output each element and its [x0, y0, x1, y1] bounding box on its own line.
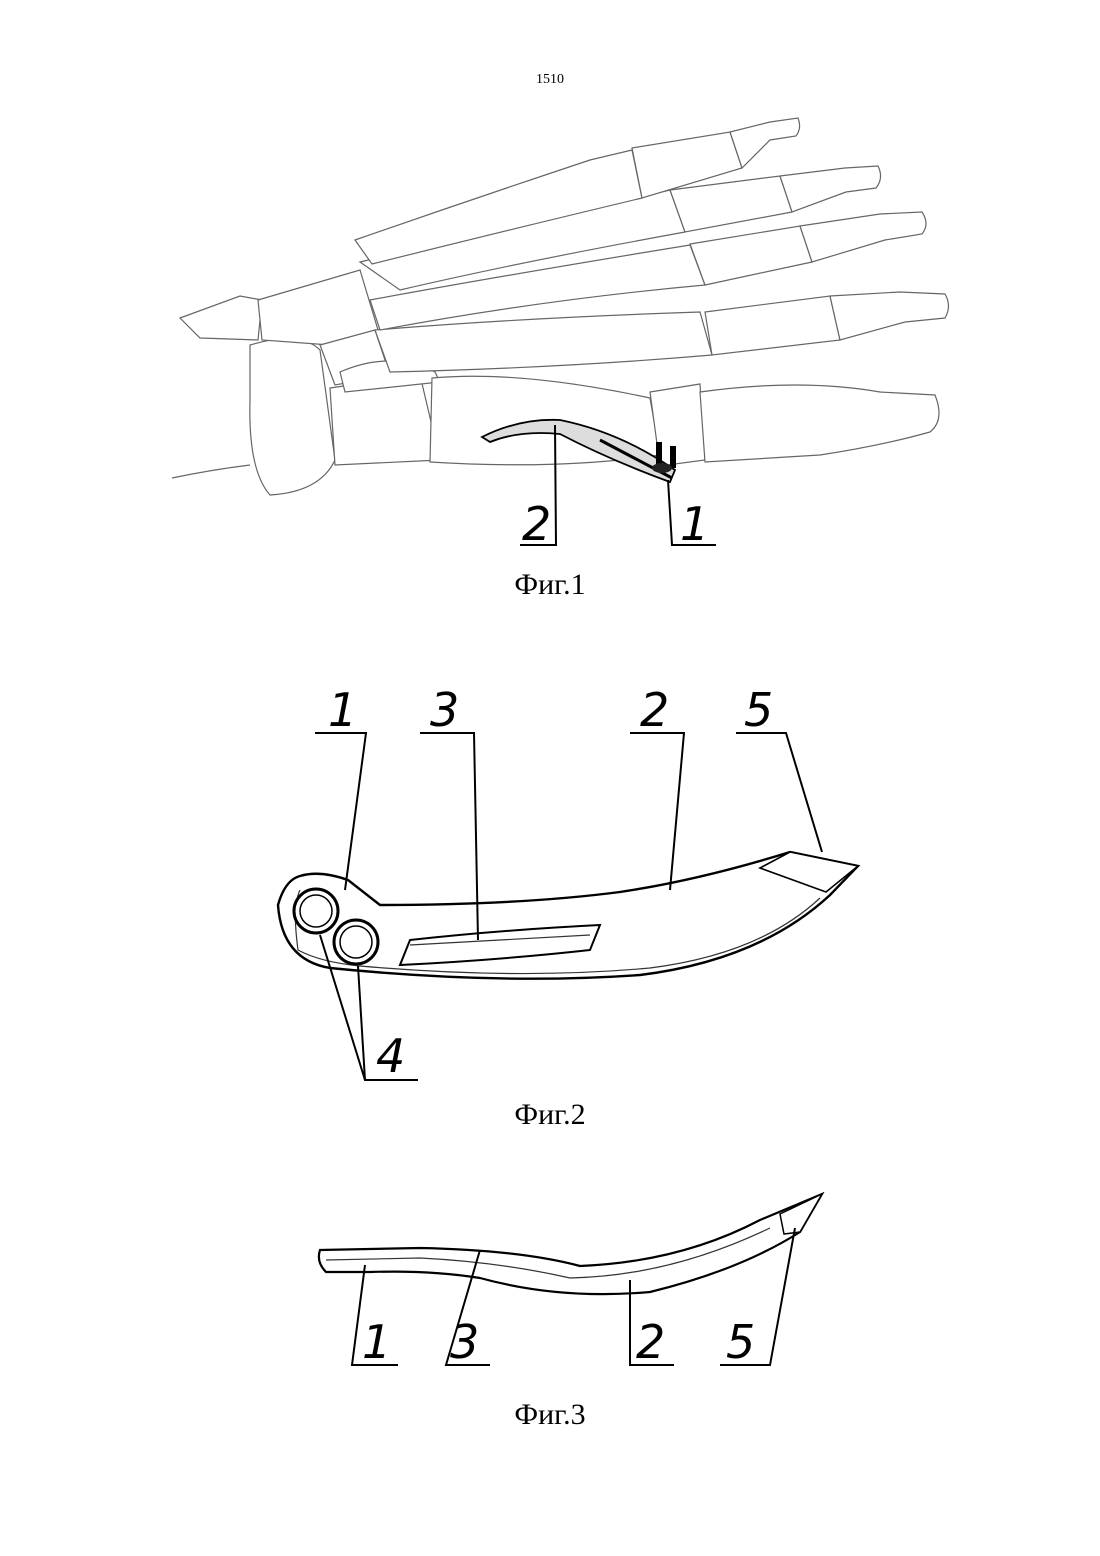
figure-3-drawing	[319, 1194, 822, 1294]
figure-3-callout-2: 2	[636, 1315, 665, 1369]
figure-2-drawing	[278, 852, 858, 979]
figure-2-callout-5: 5	[744, 683, 773, 737]
foot-skeleton	[172, 118, 949, 495]
figure-3-callout-1: 1	[362, 1315, 391, 1369]
figure-3-callout-3: 3	[450, 1315, 479, 1369]
figure-2-callout-3: 3	[430, 683, 459, 737]
figure-2-callout-1: 1	[328, 683, 357, 737]
figure-3-caption: Фиг.3	[0, 1398, 1100, 1432]
figure-1-caption: Фиг.1	[0, 568, 1100, 602]
figure-2-callout-2: 2	[640, 683, 669, 737]
figure-1-callout-1: 1	[680, 497, 709, 551]
figure-2-callout-4: 4	[376, 1029, 405, 1083]
figure-3-callout-5: 5	[726, 1315, 755, 1369]
figure-1-callout-2: 2	[522, 497, 551, 551]
figure-2-caption: Фиг.2	[0, 1098, 1100, 1132]
